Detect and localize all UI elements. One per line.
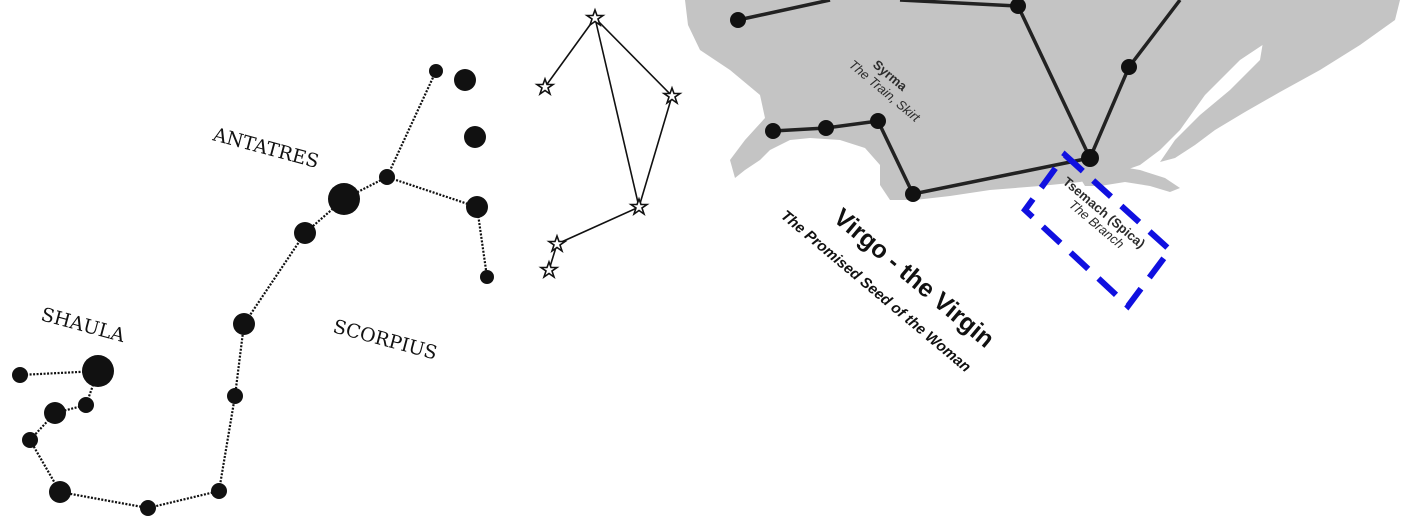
star-dot — [44, 402, 66, 424]
outline-star-icon — [631, 199, 647, 214]
star-dot — [379, 169, 395, 185]
star-dot — [765, 123, 781, 139]
star-dot — [294, 222, 316, 244]
virgo-figure-silhouette — [685, 0, 1285, 200]
star-dot — [480, 270, 494, 284]
outline-star-icon — [549, 236, 565, 251]
star-dot — [22, 432, 38, 448]
star-dot — [12, 367, 28, 383]
scorpius-panel: ANTATRES SHAULA SCORPIUS — [0, 0, 585, 517]
antares-star — [328, 183, 360, 215]
star-dot — [466, 196, 488, 218]
star-dot — [227, 388, 243, 404]
star-dot — [211, 483, 227, 499]
star-dot — [49, 481, 71, 503]
star-dot — [905, 186, 921, 202]
star-dot — [140, 500, 156, 516]
virgo-panel: Syrma The Train, Skirt Tsemach (Spica) T… — [685, 0, 1400, 376]
libra-line — [549, 207, 639, 270]
star-dot — [78, 397, 94, 413]
star-dot — [1121, 59, 1137, 75]
spica-star — [1081, 149, 1099, 167]
outline-star-icon — [541, 262, 557, 277]
star-dot — [464, 126, 486, 148]
star-dot — [233, 313, 255, 335]
star-dot — [429, 64, 443, 78]
scorpius-panel-background — [0, 0, 585, 517]
star-dot — [730, 12, 746, 28]
star-dot — [870, 113, 886, 129]
star-dot — [818, 120, 834, 136]
star-dot — [454, 69, 476, 91]
shaula-star — [82, 355, 114, 387]
